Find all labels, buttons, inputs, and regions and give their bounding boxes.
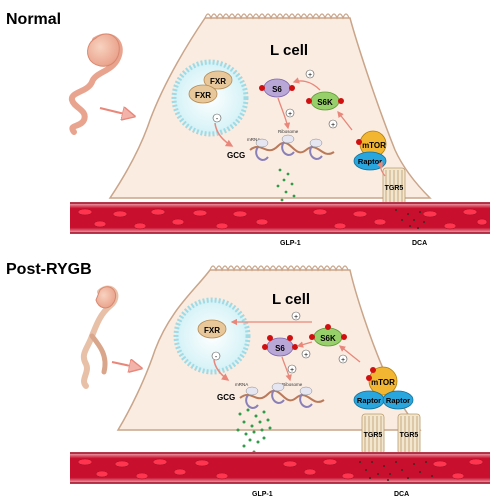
mrna-label: mRNA [235,382,248,387]
phospho-dot [289,85,295,91]
mtor-label: mTOR [371,378,395,387]
ribosome-label: Ribosome [278,129,299,134]
stomach-icon [68,33,123,135]
fxr-arrow [213,359,230,381]
condition-label: Normal [6,11,61,28]
glp1-label: GLP-1 [252,491,273,498]
phospho-dot [267,335,273,341]
activation-sign: + [290,367,294,374]
s6-arrow [277,97,291,130]
blood-vessel [70,452,490,484]
phospho-dot [292,344,298,350]
gene-label: GCG [227,151,245,160]
ribosome-icon [249,134,335,161]
raptor-protein [382,390,414,410]
ribosome-label: Ribosome [282,382,303,387]
activation-sign: + [304,352,308,359]
phospho-dot [287,335,293,341]
s6-label: S6 [272,85,282,94]
dca-label: DCA [394,491,409,498]
fxr-arrow [214,122,234,147]
panel-post-rygb: Post-RYGB L cell FXR - S6 S6K [6,261,490,498]
phospho-dot [341,334,347,340]
blood-vessel [70,202,490,234]
flow-arrow [111,362,140,368]
tgr5-label: TGR5 [364,432,383,439]
inhibit-sign: - [216,116,219,123]
cell-title: L cell [272,291,310,308]
panel-normal: Normal L cell FXR FXR - S6 S6K [6,11,490,247]
mtor-label: mTOR [362,141,386,150]
tgr5-receptor: TGR5 [382,167,406,209]
tgr5-receptor: TGR5 [397,413,421,455]
mrna-label: mRNA [247,137,260,142]
activation-sign: + [331,122,335,129]
fxr-label: FXR [210,77,226,86]
s6-label: S6 [275,344,285,353]
tgr5-arrow [376,160,386,177]
nucleus: FXR - [173,297,251,375]
mtor-arrow [337,110,353,131]
raptor-label: Raptor [386,396,410,405]
ribosome-icon [239,382,325,409]
tgr5-label: TGR5 [385,185,404,192]
condition-label: Post-RYGB [6,261,92,278]
glp1-granules [236,408,272,468]
fxr-label: FXR [195,91,211,100]
activation-arrow [292,77,321,91]
dca-molecules [359,461,433,481]
fxr-protein [188,84,218,104]
tgr5-label: TGR5 [400,432,419,439]
glp1-label: GLP-1 [280,240,301,247]
phospho-dot [262,344,268,350]
activation-arrow [296,341,313,348]
microvilli [204,13,350,20]
microvilli [209,265,349,272]
activation-sign: + [341,357,345,364]
phospho-dot [356,139,362,145]
phospho-dot [309,334,315,340]
phospho-dot [366,375,372,381]
dca-molecules [395,209,425,229]
inhibit-sign: - [215,354,218,361]
rygb-gi-tract-icon [80,285,119,389]
raptor-label: Raptor [357,396,381,405]
tgr5-receptor: TGR5 [361,413,385,455]
phospho-dot [259,85,265,91]
cell-title: L cell [270,42,308,59]
l-cell-body [108,17,432,199]
fxr-label: FXR [204,326,220,335]
flow-arrow [99,108,133,116]
nucleus: FXR FXR - [171,59,249,137]
fxr-protein [203,70,233,90]
activation-sign: + [288,111,292,118]
s6k-label: S6K [317,98,333,107]
gene-label: GCG [217,393,235,402]
s6k-label: S6K [320,334,336,343]
raptor-label: Raptor [358,157,382,166]
mtor-arrow [338,345,361,363]
dca-label: DCA [412,240,427,247]
phospho-dot [325,324,331,330]
activation-sign: + [294,314,298,321]
phospho-dot [306,98,312,104]
phospho-dot [370,367,376,373]
phospho-dot [338,98,344,104]
fxr-protein [197,319,227,339]
activation-sign: + [308,72,312,79]
s6-arrow [281,356,292,382]
